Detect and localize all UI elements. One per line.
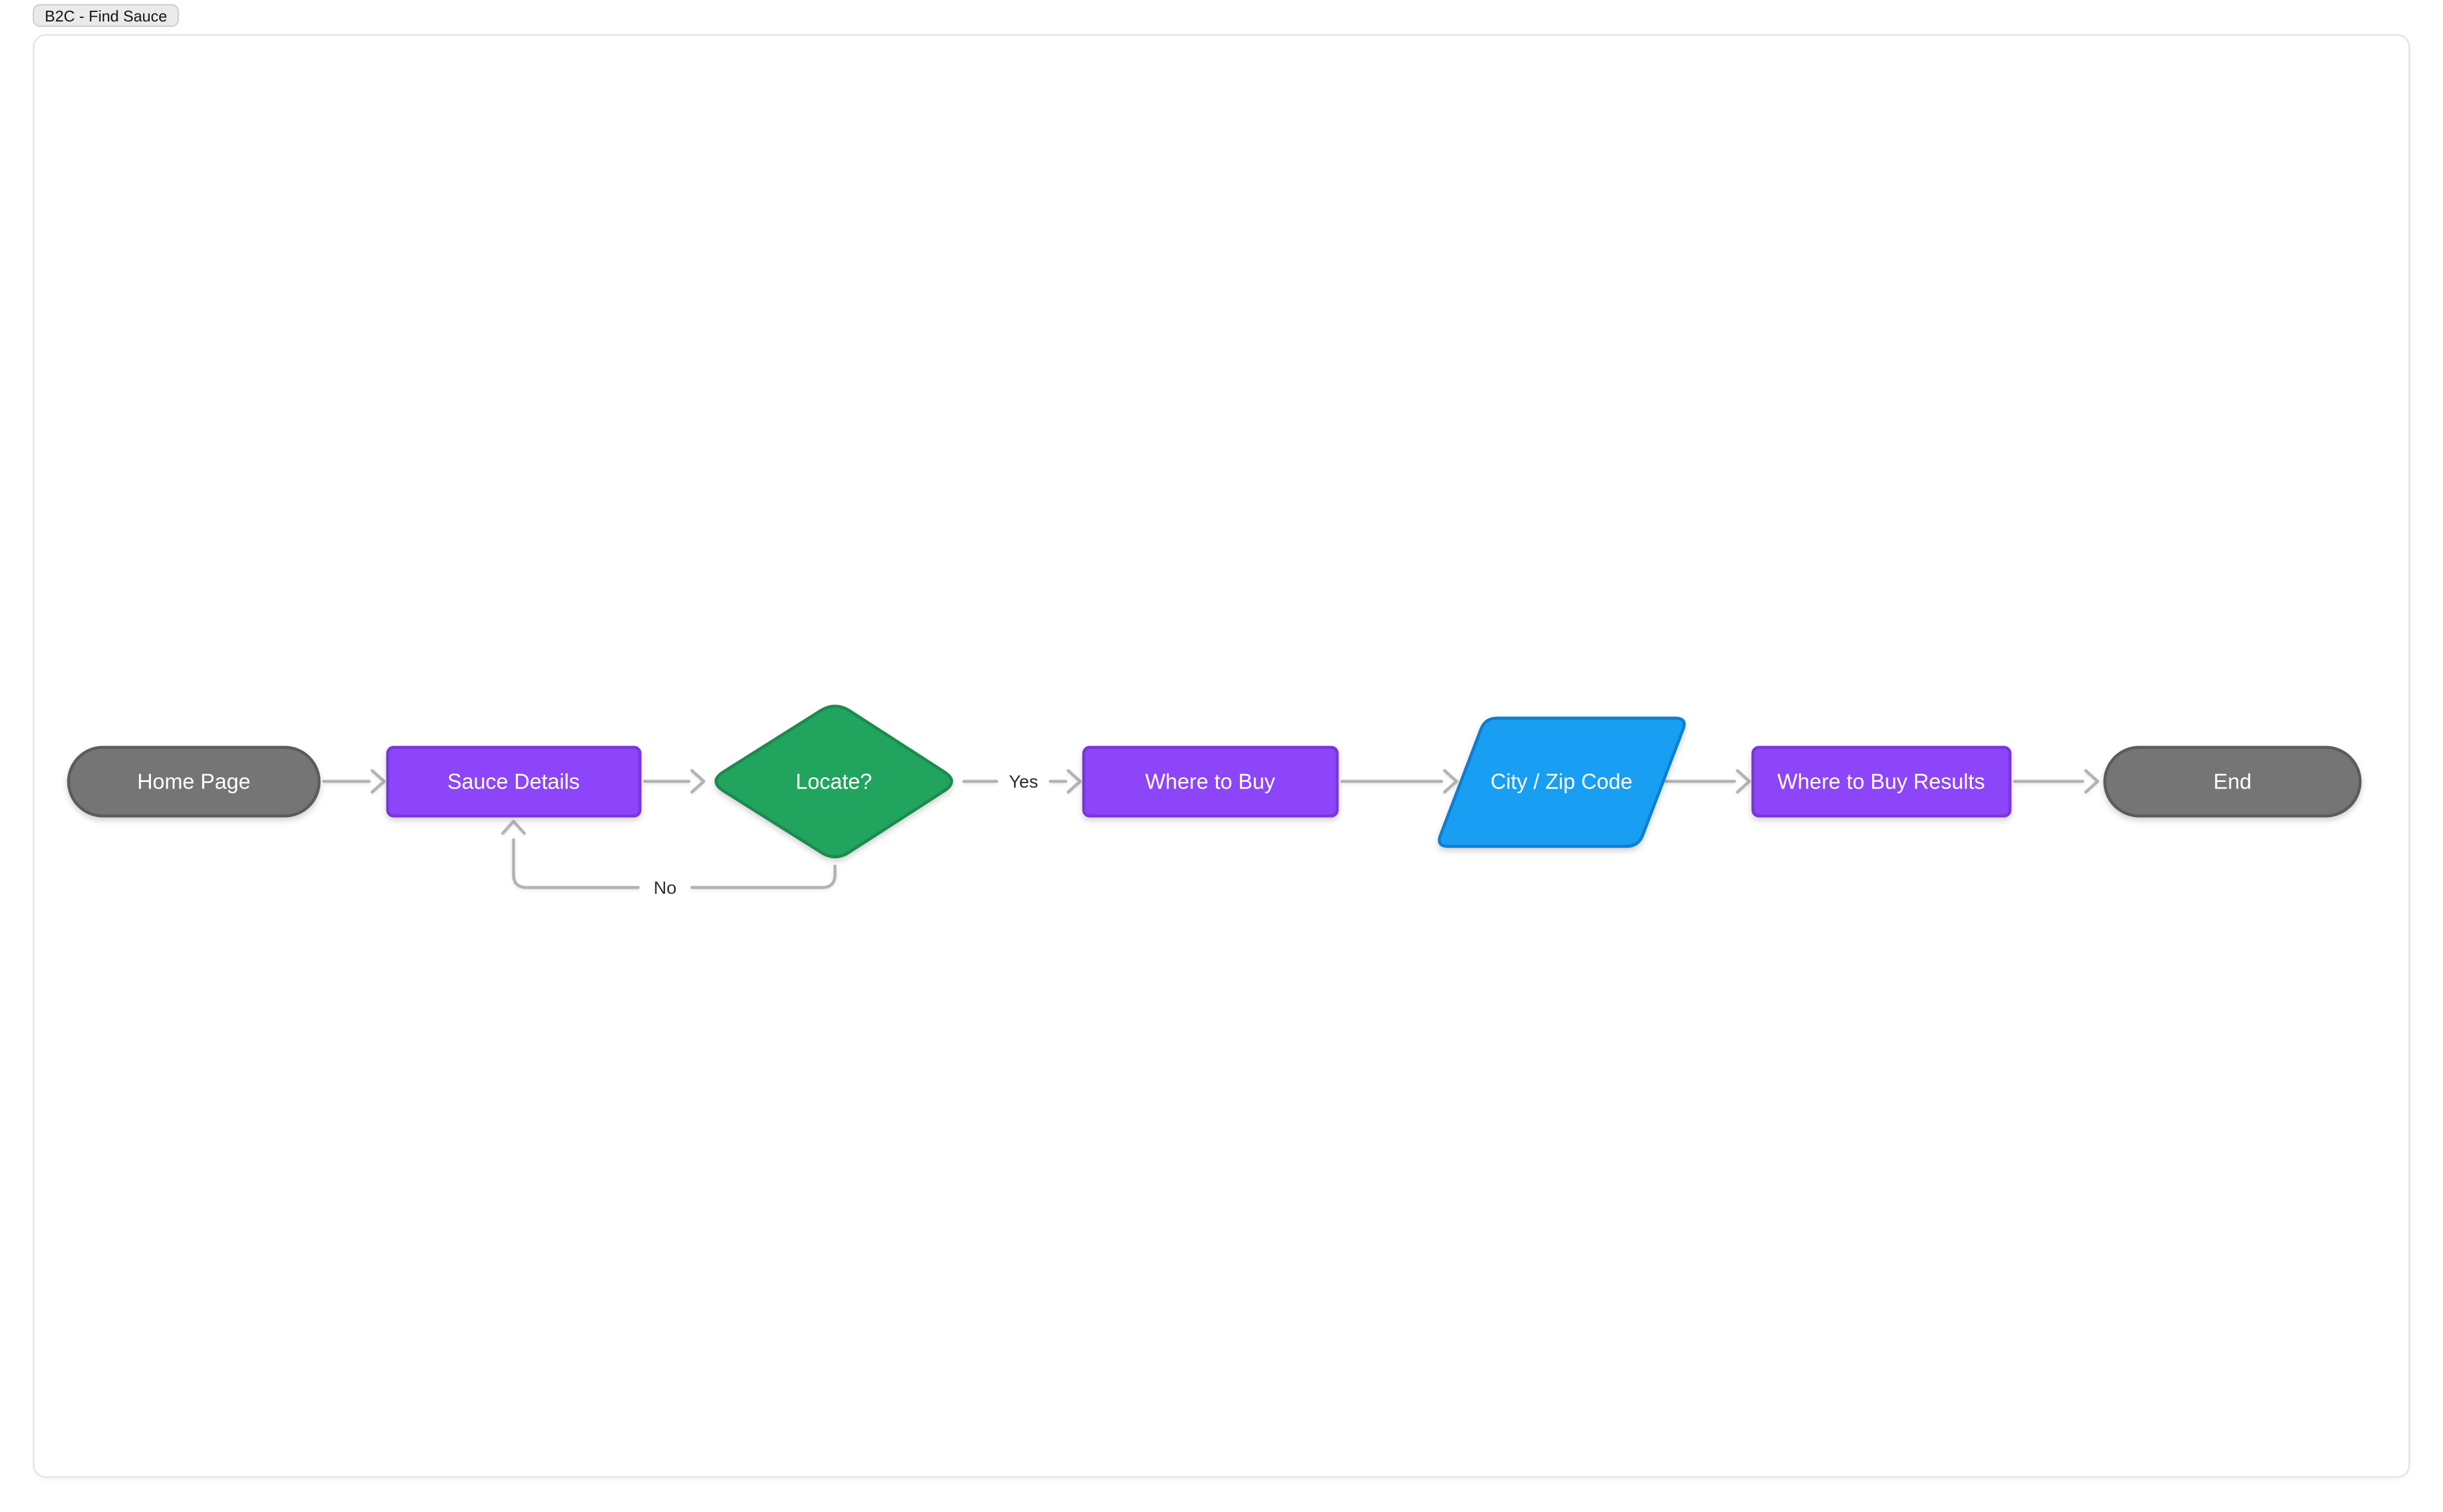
connector-sauce-details-to-locate[interactable]: [643, 769, 706, 794]
arrowhead-icon: [1736, 769, 1751, 794]
node-label: Where to Buy: [1145, 769, 1275, 794]
connector-results-to-end[interactable]: [2013, 769, 2099, 794]
node-sauce-details[interactable]: Sauce Details: [386, 746, 642, 818]
arrowhead-icon: [370, 769, 386, 794]
connector-line: [690, 864, 837, 889]
connector-home-to-sauce-details[interactable]: [322, 769, 386, 794]
arrowhead-icon: [1443, 769, 1458, 794]
connector-locate-no-loop[interactable]: [501, 820, 837, 889]
edge-label-yes: Yes: [1009, 772, 1038, 792]
node-where-to-buy[interactable]: Where to Buy: [1082, 746, 1339, 818]
decision-diamond-shape: [715, 704, 953, 858]
arrowhead-icon: [690, 769, 706, 794]
terminator-shape: [67, 746, 321, 818]
node-label: End: [2213, 769, 2252, 794]
process-shape: [1082, 746, 1339, 818]
node-home-page[interactable]: Home Page: [67, 746, 321, 818]
node-label: City / Zip Code: [1490, 769, 1632, 794]
connector-layer: [322, 769, 2099, 889]
node-label: Where to Buy Results: [1777, 769, 1985, 794]
connector-locate-to-where-to-buy[interactable]: [962, 769, 1082, 794]
node-end[interactable]: End: [2103, 746, 2362, 818]
terminator-shape: [2103, 746, 2362, 818]
input-output-parallelogram-shape: [1437, 716, 1686, 848]
arrowhead-icon: [501, 820, 526, 835]
node-label: Sauce Details: [447, 769, 580, 794]
node-where-to-buy-results[interactable]: Where to Buy Results: [1751, 746, 2012, 818]
arrowhead-icon: [2084, 769, 2099, 794]
diagram-title-badge[interactable]: B2C - Find Sauce: [33, 4, 180, 27]
node-label: Locate?: [796, 769, 872, 794]
edge-label-no: No: [654, 879, 676, 898]
process-shape: [386, 746, 642, 818]
connector-line: [512, 838, 640, 889]
connector-where-to-buy-to-city-zip[interactable]: [1340, 769, 1458, 794]
node-label: Home Page: [137, 769, 251, 794]
node-city-zip-code[interactable]: City / Zip Code: [1437, 716, 1686, 848]
process-shape: [1751, 746, 2012, 818]
node-locate-decision[interactable]: Locate?: [715, 704, 953, 858]
connector-city-zip-to-results[interactable]: [1664, 769, 1751, 794]
arrowhead-icon: [1066, 769, 1082, 794]
